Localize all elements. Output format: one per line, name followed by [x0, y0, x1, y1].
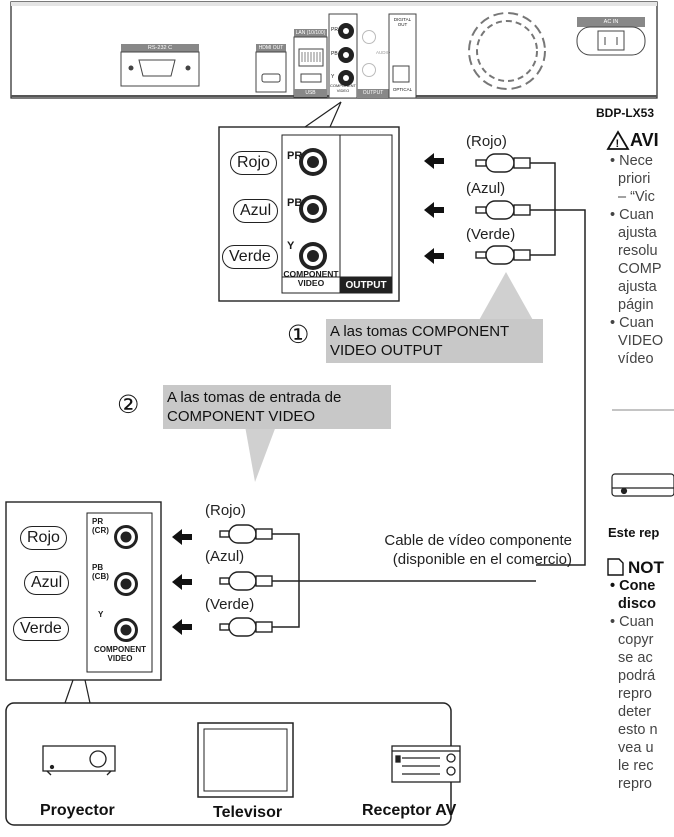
rear-panel-drawing [10, 1, 658, 99]
bottom-cb-text: (CB) [92, 572, 109, 581]
panel-component-label: COMPONENT VIDEO [330, 83, 356, 93]
rc1-7: ajusta [610, 279, 657, 295]
step1-callout: A las tomas COMPONENT VIDEO OUTPUT [326, 319, 543, 363]
cable-label: Cable de vídeo componente (disponible en… [340, 531, 572, 569]
bottom-pb-label: PB (CB) [92, 563, 109, 581]
rc2-7: vea u [610, 740, 654, 756]
top-plug-rojo: (Rojo) [466, 133, 507, 150]
cable-label-line2: (disponible en el comercio) [392, 551, 572, 568]
usb-label: USB [305, 90, 316, 96]
ac-in-label: AC IN [603, 19, 619, 25]
bottom-pr-label: PR (CR) [92, 517, 109, 535]
projector-icon [42, 745, 116, 776]
panel-audio-label: AUDIO [376, 50, 391, 55]
step1-line1: A las tomas COMPONENT [330, 323, 510, 340]
top-pb-label: PB [287, 197, 303, 209]
rc1-5: resolu [610, 243, 658, 259]
rc1-11: vídeo [610, 351, 654, 367]
rc2-4: repro [610, 686, 652, 702]
lan-label: LAN (10/100) [295, 30, 326, 36]
bottom-plug-azul: (Azul) [205, 548, 245, 565]
player-icon [611, 473, 674, 497]
este-rep-text: Este rep [608, 525, 660, 540]
digital-out-label: DIGITAL OUT [393, 17, 412, 27]
rc2-1: copyr [610, 632, 654, 648]
receiver-icon [391, 745, 461, 783]
svg-text:!: ! [616, 138, 620, 150]
rc1-6: COMP [610, 261, 662, 277]
device-proyector: Proyector [40, 802, 115, 819]
bottom-plugs [219, 524, 273, 637]
rc2b-1: disco [610, 596, 656, 612]
rc1-9: • Cuan [610, 315, 654, 331]
top-jacks [299, 148, 327, 270]
step1-number: ① [287, 321, 310, 349]
step2-line2: COMPONENT VIDEO [167, 408, 316, 425]
rc1-0: • Nece [610, 153, 653, 169]
right-column-lower: • Cone disco • Cuan copyr se ac podrá re… [610, 577, 674, 793]
rc2-9: repro [610, 776, 652, 792]
top-pr-label: PR [287, 150, 303, 162]
warning-title: AVI [630, 130, 659, 150]
top-arrows [424, 153, 444, 264]
rc2-6: esto n [610, 722, 658, 738]
bottom-cr-text: (CR) [92, 526, 109, 535]
rc1-10: VIDEO [610, 333, 664, 349]
rc1-3: • Cuan [610, 207, 654, 223]
model-label: BDP-LX53 [596, 106, 655, 120]
rs232c-label: RS-232 C [147, 45, 173, 51]
bottom-arrows [172, 529, 192, 635]
panel-pr-label: PR [331, 27, 338, 33]
rc1-2: – “Vic [610, 189, 655, 205]
bottom-plug-verde: (Verde) [205, 596, 255, 613]
top-rojo-label: Rojo [230, 151, 277, 175]
rc2-8: le rec [610, 758, 654, 774]
top-component-label: COMPONENT VIDEO [283, 269, 339, 288]
panel-y-label: Y [331, 74, 335, 80]
bottom-y-label: Y [98, 610, 104, 619]
rc2-3: podrá [610, 668, 656, 684]
bottom-pb-text: PB [92, 563, 104, 572]
optical-label: OPTICAL [392, 87, 413, 92]
tv-icon [197, 722, 294, 798]
bottom-rojo-label: Rojo [20, 526, 67, 550]
note-title: NOT [628, 558, 664, 577]
top-plugs [475, 153, 531, 265]
right-column-upper: • Nece priori – “Vic • Cuan ajusta resol… [610, 152, 674, 368]
device-televisor: Televisor [213, 804, 283, 821]
step2-line1: A las tomas de entrada de [167, 389, 342, 406]
note-icon [607, 558, 624, 576]
panel-output-label: OUTPUT [362, 90, 384, 96]
rc2b-0: • Cone [610, 578, 656, 594]
top-output-label: OUTPUT [345, 280, 387, 291]
hdmi-out-label: HDMI OUT [258, 45, 284, 51]
bottom-jacks [114, 525, 138, 642]
rc2-5: deter [610, 704, 652, 720]
bottom-plug-rojo: (Rojo) [205, 502, 246, 519]
rc2-0: • Cuan [610, 614, 654, 630]
cable-label-line1: Cable de vídeo componente [384, 532, 572, 549]
bottom-azul-label: Azul [24, 571, 70, 595]
step1-line2: VIDEO OUTPUT [330, 342, 443, 359]
top-plug-azul: (Azul) [466, 180, 506, 197]
device-receptor: Receptor AV [362, 802, 457, 819]
top-verde-label: Verde [222, 245, 278, 269]
warning-icon [606, 130, 630, 150]
rc1-4: ajusta [610, 225, 657, 241]
bottom-pr-text: PR [92, 517, 104, 526]
top-plug-verde: (Verde) [466, 226, 516, 243]
bottom-component-label: COMPONENT VIDEO [94, 645, 146, 663]
top-y-label: Y [287, 240, 295, 252]
step2-number: ② [117, 391, 140, 419]
step2-callout: A las tomas de entrada de COMPONENT VIDE… [163, 385, 391, 429]
rc1-1: priori [610, 171, 651, 187]
rc1-8: págin [610, 297, 654, 313]
panel-pb-label: PB [331, 51, 338, 57]
rc2-2: se ac [610, 650, 653, 666]
bottom-verde-label: Verde [13, 617, 69, 641]
top-azul-label: Azul [233, 199, 279, 223]
